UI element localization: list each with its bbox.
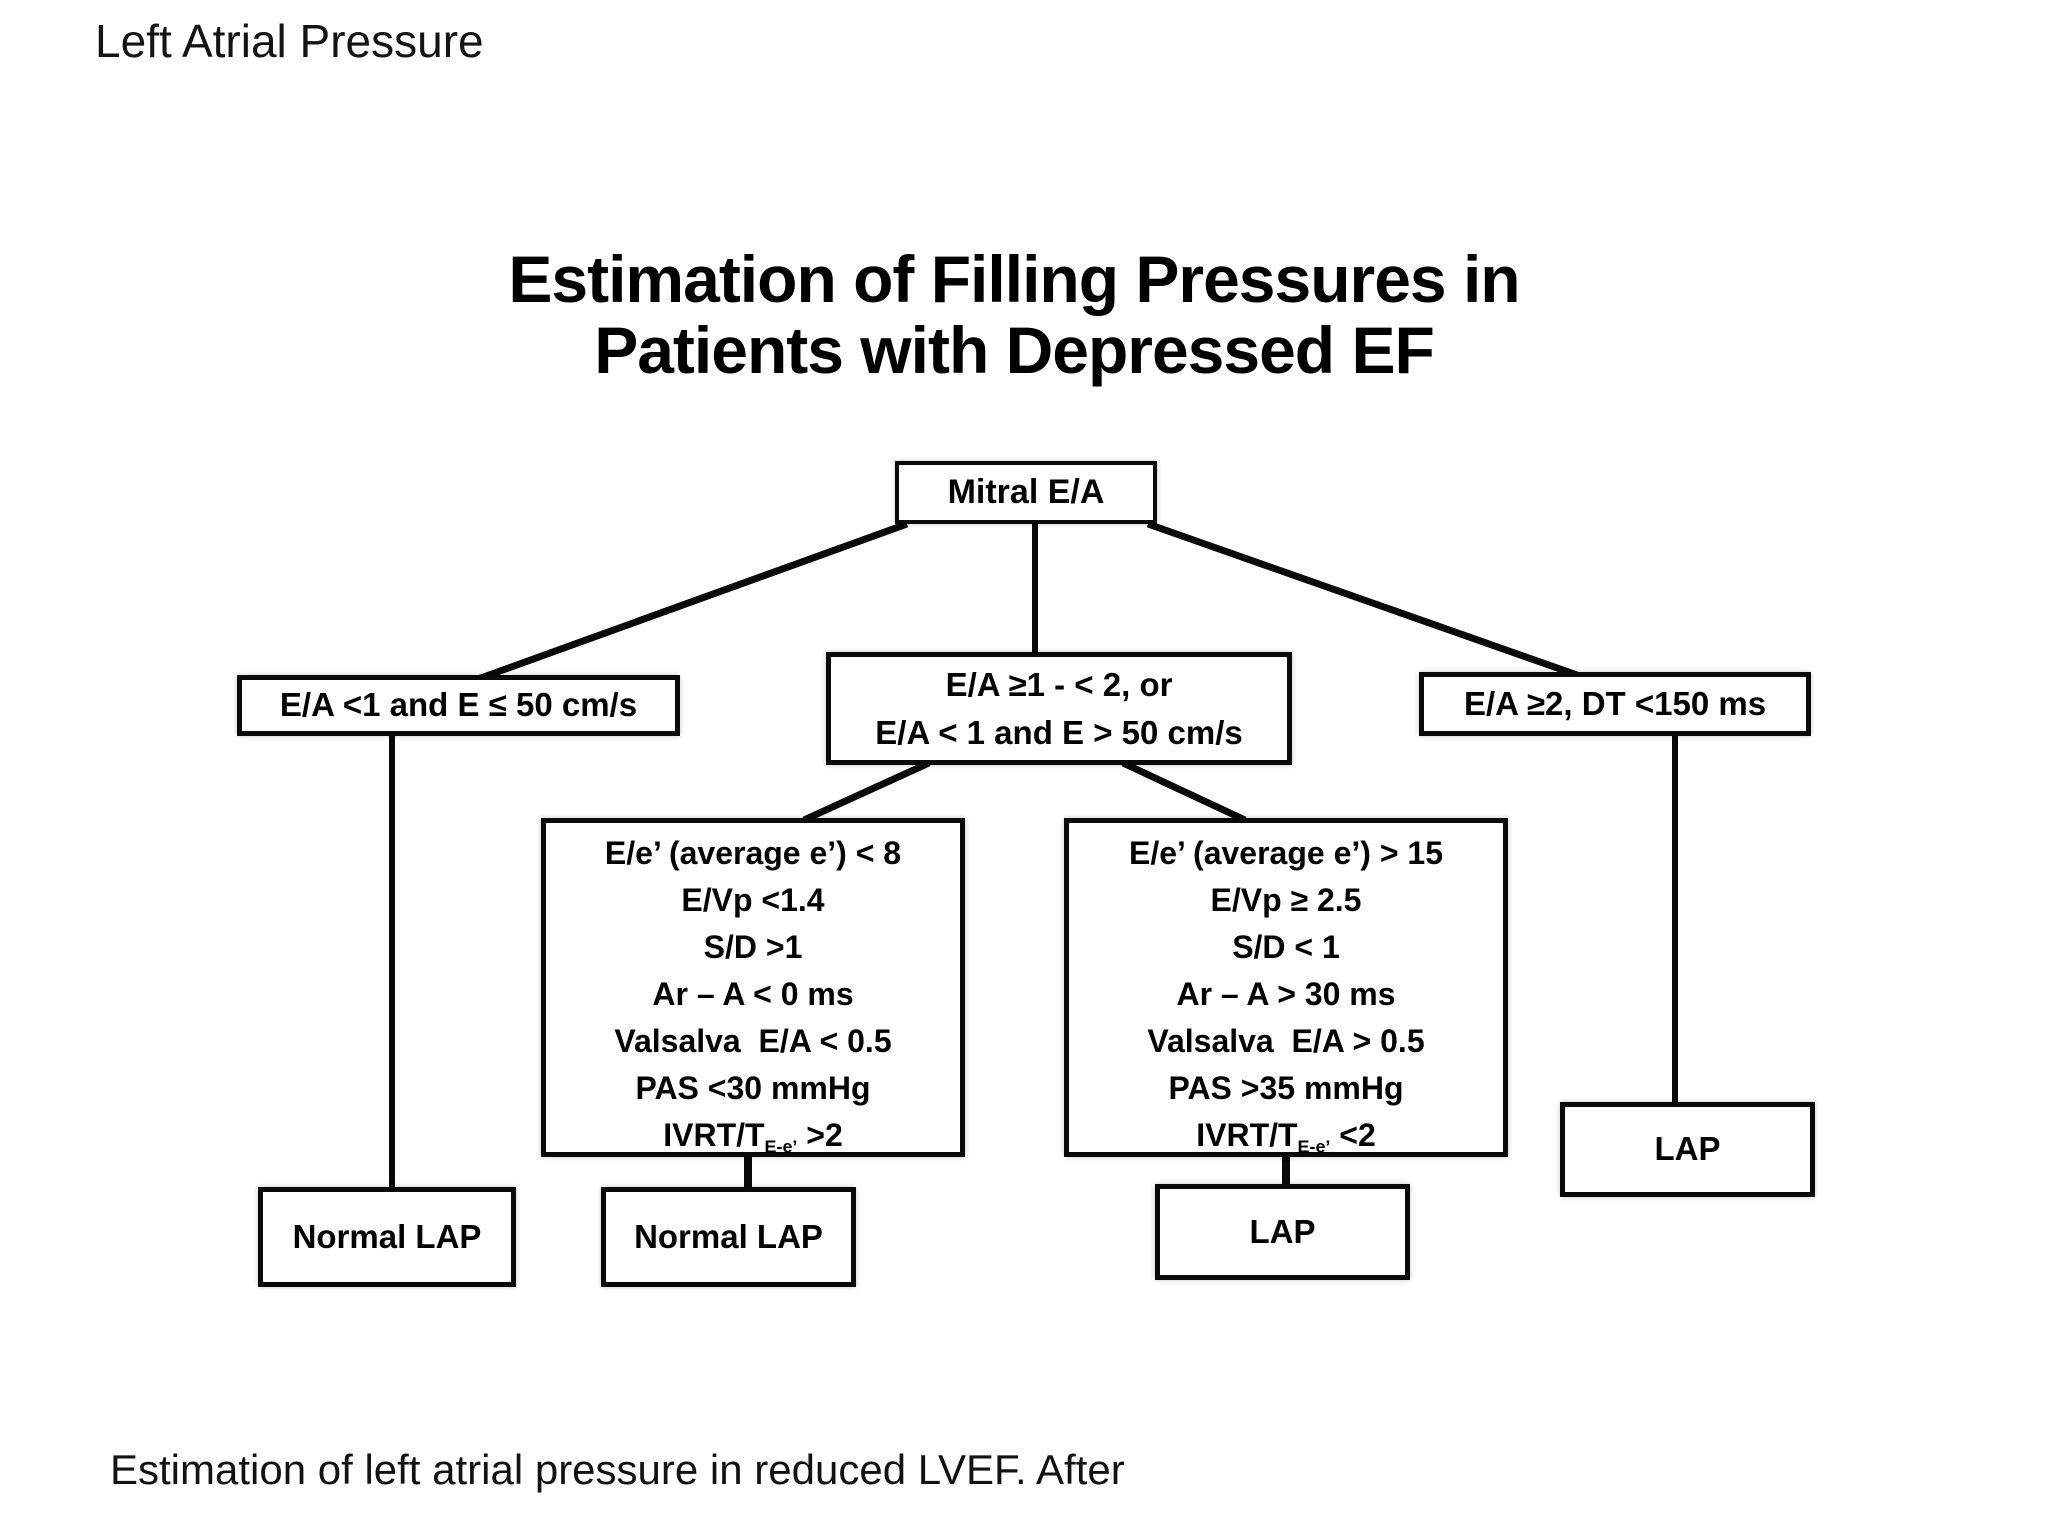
connector-center-to-criteria-elevated [1121, 759, 1247, 824]
node-outcome-lap-right: LAP [1560, 1102, 1815, 1197]
criteria-line: Valsalva E/A < 0.5 [614, 1023, 892, 1059]
diagram-title: Estimation of Filling Pressures in Patie… [0, 242, 2028, 388]
outcome-label: LAP [1249, 1212, 1316, 1250]
outcome-label: Normal LAP [634, 1217, 823, 1255]
criteria-line: E/e’ (average e’) < 8 [604, 835, 902, 871]
connector-center-to-criteria-normal [802, 759, 931, 824]
outcome-label: LAP [1654, 1130, 1721, 1168]
connector-root-to-right [1146, 520, 1582, 680]
outcome-label: Normal LAP [292, 1217, 482, 1255]
caption: Estimation of left atrial pressure in re… [110, 1446, 1125, 1493]
diagram-title-line2: Patients with Depressed EF [594, 313, 1435, 388]
diagram-title-line1: Estimation of Filling Pressures in [508, 242, 1520, 316]
ivrt-suffix: <2 [1330, 1117, 1376, 1153]
ivrt-prefix: IVRT/T [1196, 1117, 1298, 1153]
node-branch-center-line1: E/A ≥1 - < 2, or [945, 665, 1173, 703]
ivrt-suffix: >2 [797, 1117, 843, 1153]
node-branch-left: E/A <1 and E ≤ 50 cm/s [237, 675, 680, 736]
node-criteria-normal: E/e’ (average e’) < 8 E/Vp <1.4 S/D >1 A… [541, 818, 965, 1157]
page-title: Left Atrial Pressure [95, 15, 484, 67]
connector-root-to-left [476, 520, 909, 683]
criteria-line: Ar – A > 30 ms [1176, 976, 1396, 1012]
node-outcome-normal-lap-mid: Normal LAP [601, 1187, 856, 1287]
node-branch-center-line2: E/A < 1 and E > 50 cm/s [875, 713, 1243, 751]
node-branch-right-label: E/A ≥2, DT <150 ms [1463, 684, 1767, 722]
ivrt-subscript: E-e’ [1297, 1136, 1331, 1157]
criteria-line: E/Vp ≥ 2.5 [1210, 882, 1362, 918]
criteria-line: E/e’ (average e’) > 15 [1129, 835, 1443, 871]
ivrt-subscript: E-e’ [764, 1136, 798, 1157]
criteria-line: E/Vp <1.4 [681, 882, 825, 918]
node-criteria-elevated: E/e’ (average e’) > 15 E/Vp ≥ 2.5 S/D < … [1064, 818, 1508, 1157]
criteria-line: S/D < 1 [1232, 929, 1340, 965]
criteria-line-ivrt: IVRT/TE-e’ >2 [663, 1112, 843, 1159]
criteria-line-ivrt: IVRT/TE-e’ <2 [1196, 1112, 1376, 1159]
node-branch-right: E/A ≥2, DT <150 ms [1419, 672, 1811, 736]
node-mitral-ea-label: Mitral E/A [947, 473, 1105, 511]
criteria-line: PAS >35 mmHg [1168, 1070, 1404, 1106]
criteria-line: Valsalva E/A > 0.5 [1147, 1023, 1425, 1059]
criteria-line: Ar – A < 0 ms [652, 976, 854, 1012]
node-branch-left-label: E/A <1 and E ≤ 50 cm/s [279, 686, 638, 724]
ivrt-prefix: IVRT/T [663, 1117, 765, 1153]
criteria-line: S/D >1 [703, 929, 803, 965]
node-mitral-ea: Mitral E/A [895, 461, 1157, 524]
node-outcome-lap-mid: LAP [1155, 1184, 1410, 1280]
criteria-line: PAS <30 mmHg [635, 1070, 871, 1106]
node-outcome-normal-lap-left: Normal LAP [258, 1187, 516, 1287]
node-branch-center: E/A ≥1 - < 2, or E/A < 1 and E > 50 cm/s [826, 652, 1292, 765]
